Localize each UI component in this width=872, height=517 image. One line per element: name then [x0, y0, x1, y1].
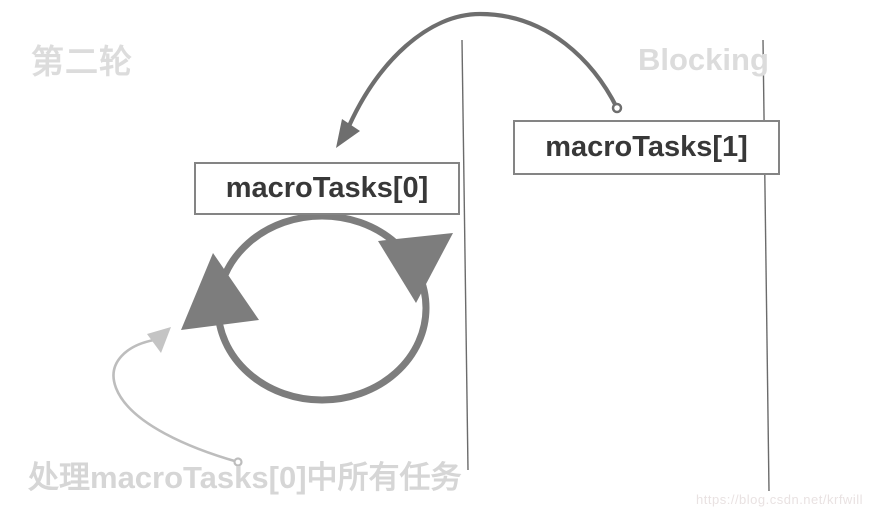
middle-divider-line	[461, 39, 469, 471]
macrotasks0-label: macroTasks[0]	[225, 172, 429, 204]
process-caption: 处理macroTasks[0]中所有任务	[28, 460, 462, 495]
macrotasks1-box: macroTasks[1]	[513, 120, 780, 175]
process-annotation-arrow-curve	[112, 338, 240, 464]
process-annotation-start-dot-icon	[233, 457, 243, 467]
cycle-arrowhead-left-icon	[181, 253, 259, 330]
blocking-to-task0-arrow-curve	[346, 11, 620, 129]
macrotasks1-label: macroTasks[1]	[545, 131, 748, 163]
round-label: 第二轮	[31, 43, 133, 80]
cycle-arrowhead-right-icon	[378, 233, 453, 303]
process-annotation-arrowhead-icon	[147, 327, 171, 353]
blocking-to-task0-arrowhead-icon	[336, 119, 360, 148]
macrotasks0-box: macroTasks[0]	[194, 162, 460, 215]
right-divider-line	[762, 39, 770, 492]
watermark-url: https://blog.csdn.net/krfwill	[696, 492, 863, 507]
blocking-arrow-start-dot-icon	[611, 102, 623, 114]
blocking-label: Blocking	[638, 42, 769, 77]
